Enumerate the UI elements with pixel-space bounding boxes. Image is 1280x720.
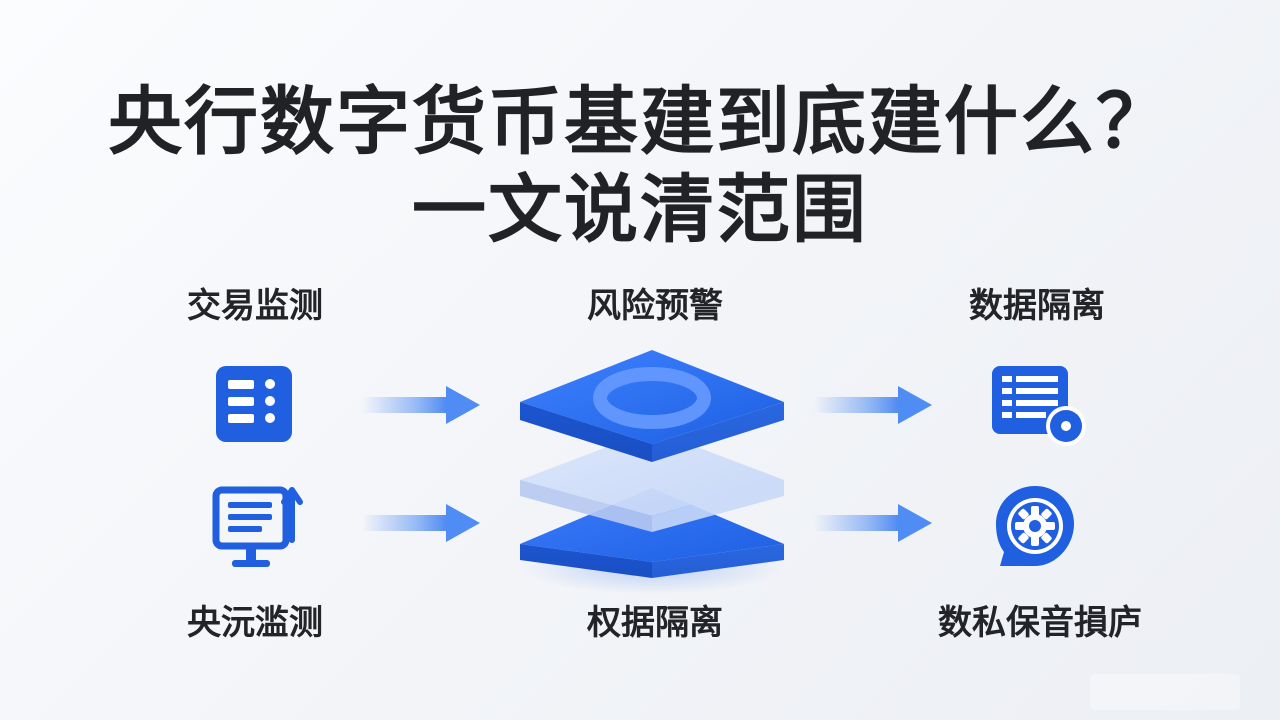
monitor-screen-icon: [212, 486, 303, 567]
page-title-line2: 一文说清范围: [412, 167, 868, 253]
label-bottom-left: 央沅滥测: [187, 603, 323, 643]
label-top-right: 数据隔离: [969, 286, 1105, 326]
page-title-line1: 央行数字货币基建到底建什么？: [108, 79, 1172, 165]
watermark-area: [1090, 674, 1240, 710]
arrow-bottom-left: [362, 504, 480, 542]
arrow-top-left: [362, 386, 480, 424]
arrow-bottom-right: [814, 504, 932, 542]
label-top-center: 风险预警: [587, 286, 723, 326]
label-bottom-right: 数私保音損庐: [938, 603, 1142, 643]
data-table-lock-icon: [992, 366, 1086, 446]
layered-platform-icon: [520, 350, 784, 594]
shield-gear-icon: [996, 486, 1074, 566]
label-bottom-center: 权据隔离: [587, 603, 723, 643]
arrow-top-right: [814, 386, 932, 424]
label-top-left: 交易监测: [187, 286, 323, 326]
list-panel-icon: [216, 366, 292, 442]
